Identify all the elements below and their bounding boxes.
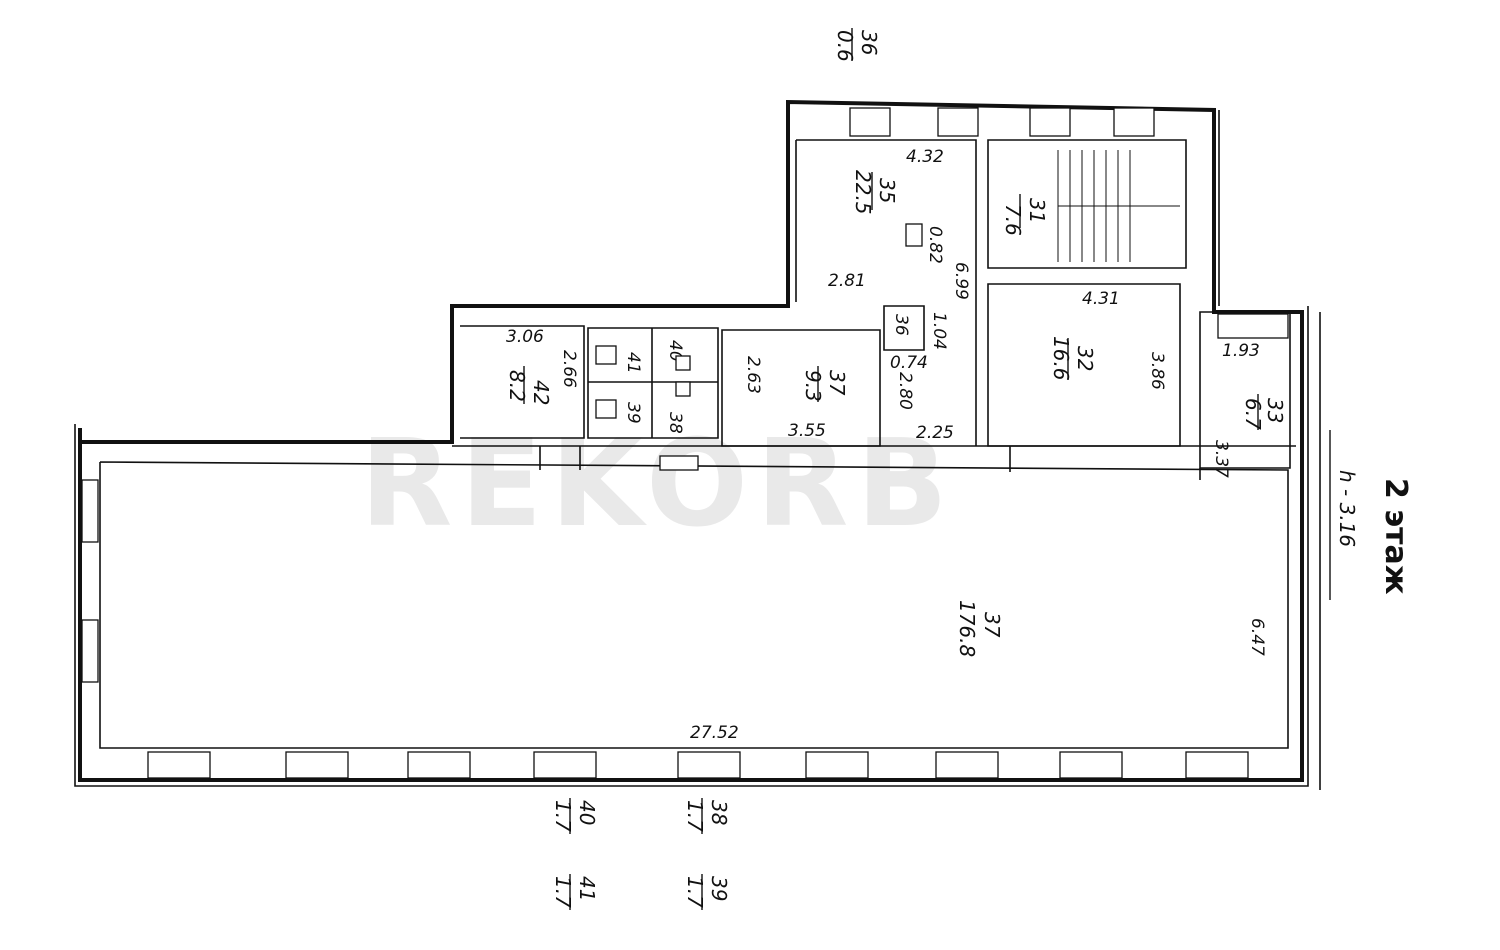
- sink-icon: [905, 223, 923, 247]
- washbasin-icon: [675, 381, 691, 397]
- washbasin-icon: [675, 355, 691, 371]
- outer-wall: [78, 99, 1304, 782]
- room-36-dim-c: 2.80: [895, 372, 915, 410]
- main-hall-number: 37: [980, 612, 1004, 638]
- room-42-area: 8.2: [505, 370, 529, 402]
- wc-38-number: 38: [665, 412, 685, 434]
- bottom-mark-39-number: 39: [707, 876, 731, 901]
- room-33-number: 33: [1263, 398, 1287, 423]
- stair-31-area: 7.6: [1001, 204, 1025, 236]
- watermark: REKORB: [360, 415, 956, 554]
- room-35-dim-b: 2.81: [828, 271, 866, 291]
- top-windows: [849, 107, 1289, 339]
- main-hall-width: 6.47: [1247, 618, 1267, 656]
- bottom-mark-41-number: 41: [575, 876, 599, 901]
- room-35-area: 22.5: [851, 170, 875, 215]
- bottom-mark-39-den: 1.7: [683, 876, 707, 908]
- room-37b-number: 37: [825, 370, 849, 396]
- toilet-icon: [595, 345, 617, 365]
- room-42-number: 42: [529, 380, 553, 405]
- room-33-area: 6.7: [1241, 398, 1265, 430]
- room-35-dim-d: 0.82: [925, 226, 945, 264]
- room-33-dim-a: 1.93: [1222, 341, 1260, 361]
- bottom-mark-38-den: 1.7: [683, 800, 707, 832]
- bottom-windows: [147, 751, 1249, 779]
- wc-41-number: 41: [623, 352, 643, 374]
- room-36-dim-b: 0.74: [890, 353, 928, 373]
- main-hall-length: 27.52: [690, 723, 739, 743]
- bottom-mark-40-number: 40: [575, 800, 599, 825]
- room-37b-dim-b: 3.55: [788, 421, 826, 441]
- main-hall-area: 176.8: [955, 600, 979, 657]
- toilet-icon: [595, 399, 617, 419]
- floor-title: 2 этаж: [1378, 478, 1413, 595]
- ceiling-height: h - 3.16: [1335, 470, 1359, 547]
- stair-walls: [987, 139, 1187, 269]
- room-35-dim-c: 6.99: [951, 262, 971, 300]
- top-mark-denominator: 0.6: [833, 30, 857, 62]
- room-35-number: 35: [875, 178, 899, 203]
- bottom-mark-41-den: 1.7: [551, 876, 575, 908]
- room-36-dim-d: 2.25: [916, 423, 954, 443]
- left-windows: [81, 479, 99, 683]
- hall-inner-wall: [99, 461, 1289, 749]
- room-32-area: 16.6: [1049, 336, 1073, 381]
- wc-39-number: 39: [623, 402, 643, 424]
- stair-treads: [1057, 150, 1180, 262]
- room-36-number: 36: [891, 314, 911, 336]
- room-32-dim-a: 4.31: [1082, 289, 1120, 309]
- room-35-dim-a: 4.32: [906, 147, 944, 167]
- room-42-dim-b: 2.66: [559, 350, 579, 388]
- stair-31-number: 31: [1025, 198, 1049, 223]
- room-32-dim-b: 3.86: [1147, 352, 1167, 390]
- hall-top-partition: [452, 445, 1296, 480]
- room-42-dim-a: 3.06: [506, 327, 544, 347]
- room-33-dim-b: 3.37: [1211, 440, 1231, 478]
- bottom-mark-40-den: 1.7: [551, 800, 575, 832]
- room-36-walls: [883, 305, 925, 351]
- room-33-walls: [1199, 311, 1291, 469]
- bottom-mark-38-number: 38: [707, 800, 731, 825]
- room-36-dim-a: 1.04: [929, 312, 949, 350]
- outer-wall-offset: [74, 110, 1321, 790]
- top-mark-number: 36: [857, 30, 881, 55]
- room-37b-area: 9.3: [801, 370, 825, 402]
- room-42-walls: [460, 325, 585, 439]
- room-37b-dim-a: 2.63: [743, 356, 763, 394]
- hall-door-notch: [659, 455, 699, 471]
- room-32-number: 32: [1073, 346, 1097, 371]
- wc-walls: [587, 327, 719, 439]
- room-35-walls: [795, 139, 977, 446]
